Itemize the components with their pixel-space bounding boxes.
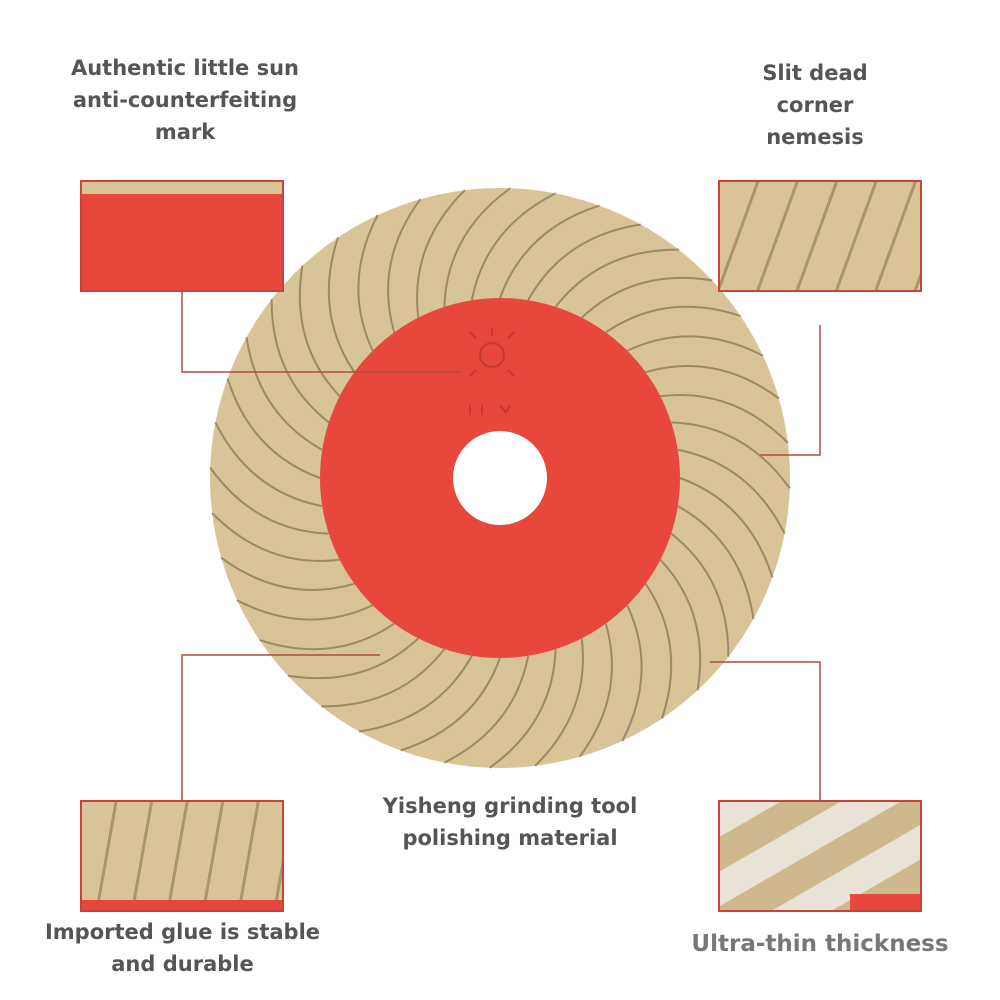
label-line: anti-counterfeiting <box>72 88 298 112</box>
disc-flap-edge <box>677 448 786 535</box>
disc-flap-edge <box>645 365 780 400</box>
label-line: mark <box>154 120 216 144</box>
disc-flap-edge <box>214 421 323 508</box>
label-sun-mark: Authentic little sun anti-counterfeiting… <box>40 52 330 148</box>
callout-line-top-left <box>181 290 460 373</box>
inset-sun-mark <box>80 180 284 292</box>
disc-flap-edge <box>527 223 641 301</box>
disc-flap-edge <box>644 583 673 719</box>
disc-flap-edge <box>357 214 379 352</box>
disc-flap-edge <box>416 189 466 318</box>
disc-flap-edge <box>298 265 341 397</box>
disc-flap-edge <box>554 248 679 308</box>
label-line: Authentic little sun <box>70 56 299 80</box>
disc-flap-edge <box>387 198 422 333</box>
disc-flap-edge <box>534 638 584 767</box>
disc-flap-edge <box>621 604 643 742</box>
disc-flap-edge <box>327 237 356 373</box>
disc-flap-edge <box>679 477 774 578</box>
disc-flap-edge <box>359 655 473 733</box>
disc-flap-edge <box>209 467 329 535</box>
disc-flap-edge <box>489 649 557 769</box>
disc-flap-edge <box>245 337 323 451</box>
disc-flap-edge <box>578 623 613 758</box>
disc-flap-edge <box>259 622 395 651</box>
callout-lines <box>181 290 821 800</box>
disc-flap-edge <box>499 204 600 299</box>
disc-flap-edge <box>220 556 355 591</box>
callout-line-bottom-left <box>181 654 380 800</box>
sun-mark-icon <box>469 328 515 415</box>
label-slit: Slit dead corner nemesis <box>715 57 915 153</box>
callout-line-bottom-right <box>710 661 821 800</box>
disc-flap-edge <box>470 192 557 301</box>
disc-flap-edge <box>287 637 419 680</box>
label-line: Imported glue is stable <box>44 920 321 944</box>
disc-flap-edge <box>443 187 511 307</box>
callout-line-top-right <box>760 325 821 456</box>
disc-flap-edge <box>605 305 741 334</box>
label-line: polishing material <box>402 826 618 850</box>
disc-flap-edge <box>443 655 530 764</box>
label-glue: Imported glue is stable and durable <box>20 916 345 980</box>
label-brand: Yisheng grinding tool polishing material <box>350 790 670 854</box>
disc-flap-edge <box>581 276 713 319</box>
disc-flap-edge <box>321 648 446 708</box>
disc-flap-edge <box>677 505 755 619</box>
inset-glue <box>80 800 284 912</box>
disc-flap-edge <box>670 532 730 657</box>
inset-thickness <box>718 800 922 912</box>
disc-flap-edge <box>660 394 789 444</box>
disc-flap-edge <box>400 657 501 752</box>
flap-disc <box>209 187 791 769</box>
label-thickness: Ultra-thin thickness <box>691 931 949 957</box>
label-line: and durable <box>111 952 254 976</box>
label-line: nemesis <box>766 125 864 149</box>
disc-flap-edge <box>211 512 340 562</box>
disc-flap-edge <box>226 378 321 479</box>
inset-slit <box>718 180 922 292</box>
label-line: Slit dead <box>762 61 868 85</box>
disc-flap-edge <box>671 421 791 489</box>
disc-flap-edge <box>236 599 374 621</box>
label-line: corner <box>776 93 854 117</box>
disc-flap-edge <box>659 559 702 691</box>
label-line: Yisheng grinding tool <box>382 794 638 818</box>
disc-flap-edge <box>270 299 330 424</box>
disc-center-hole <box>453 431 547 525</box>
disc-flap-edge <box>626 335 764 357</box>
